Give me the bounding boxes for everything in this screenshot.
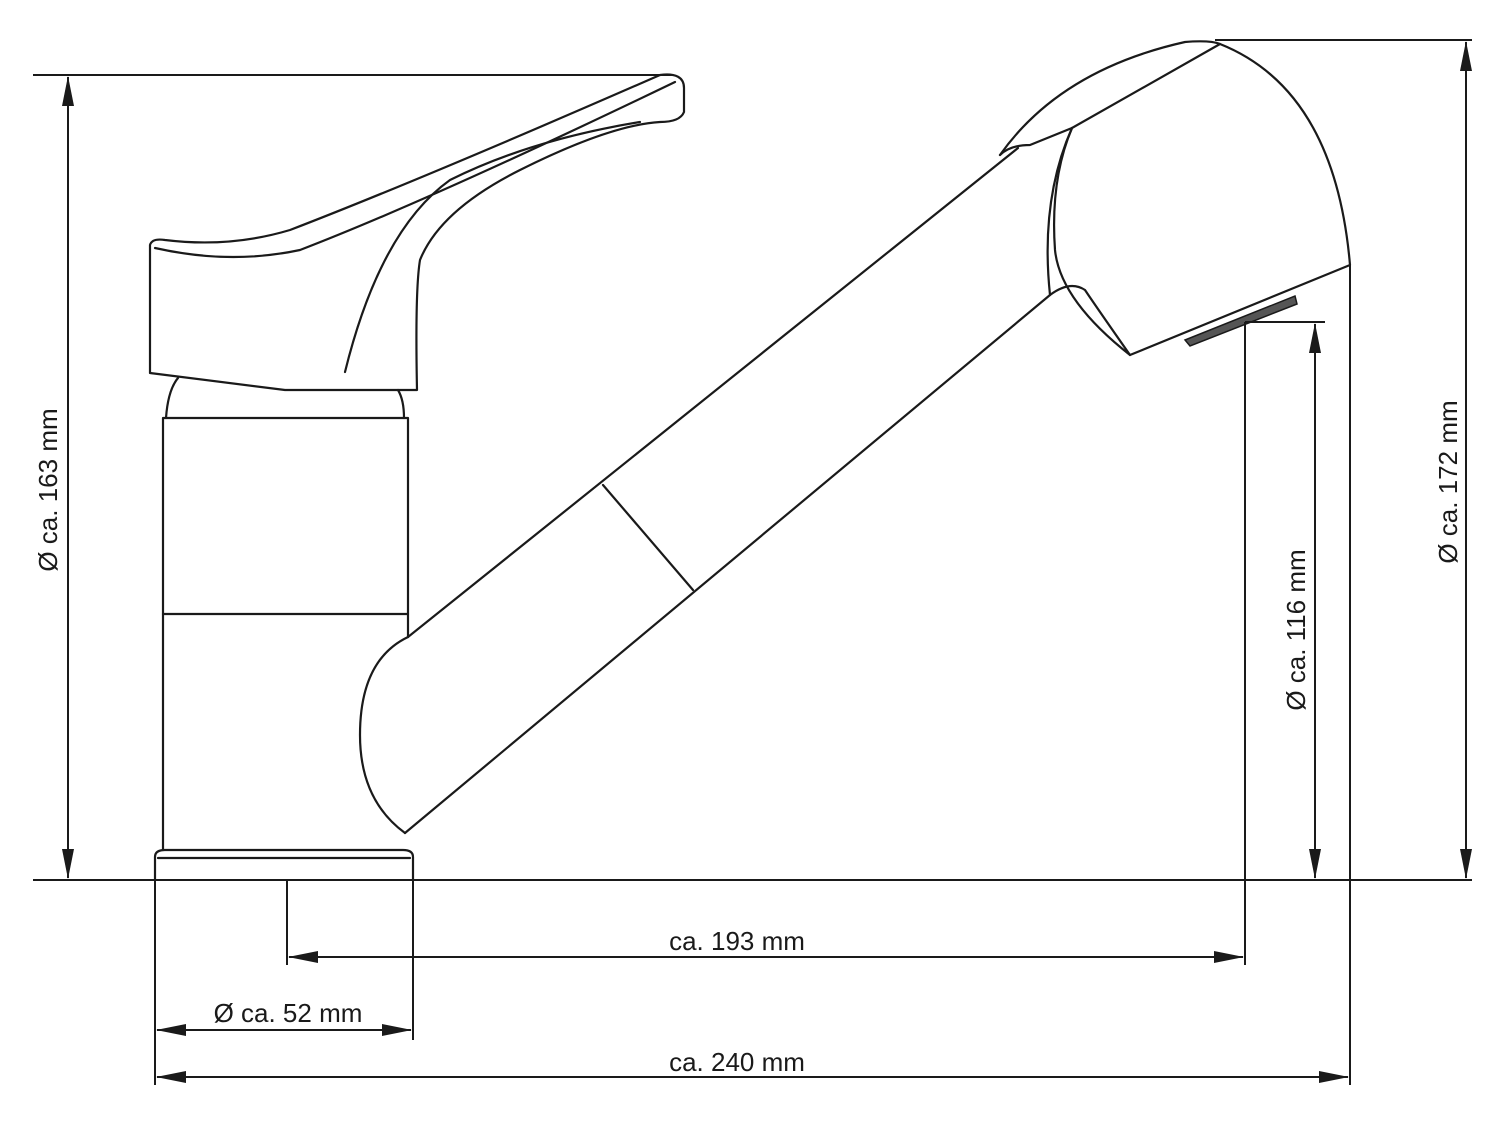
label-base-diameter: Ø ca. 52 mm <box>214 998 363 1028</box>
spray-head <box>998 40 1352 357</box>
faucet-body <box>153 376 415 882</box>
body-column <box>161 416 410 852</box>
lever-handle <box>148 73 686 392</box>
label-handle-height: Ø ca. 163 mm <box>33 408 63 571</box>
aerator <box>1183 294 1298 347</box>
spout-swivel <box>358 635 410 835</box>
spout-upper-edge <box>406 146 1020 639</box>
extension-lines <box>33 39 1472 1085</box>
label-outlet-height: Ø ca. 116 mm <box>1281 549 1311 710</box>
label-reach: ca. 193 mm <box>669 926 805 956</box>
base-ring <box>153 848 415 882</box>
pull-out-spout <box>358 40 1352 835</box>
label-spout-height: Ø ca. 172 mm <box>1433 400 1463 563</box>
spout-lower-edge <box>403 293 1052 835</box>
spout-collar <box>601 483 695 592</box>
label-total-length: ca. 240 mm <box>669 1047 805 1077</box>
